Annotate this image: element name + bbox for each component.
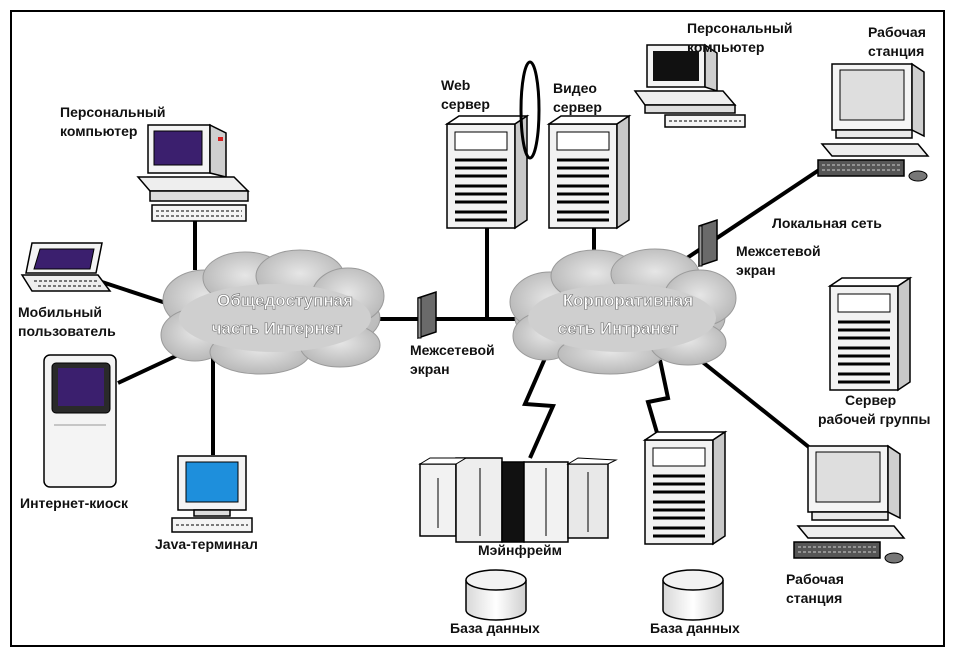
workgroup-server-icon [828,276,912,392]
video-server-label-line1: Видео [553,80,597,96]
firewall-center-label-line1: Межсетевой [410,342,495,358]
mobile-label-line1: Мобильный [18,304,102,320]
server-cluster-ring [519,60,541,160]
firewall-center-icon [417,291,437,339]
workstation-top-label-line1: Рабочая [868,24,926,40]
corporate-cloud-label-line1: Корпоративная [563,291,694,310]
firewall-center-label-line2: экран [410,361,450,377]
link-server-db-zigzag [645,359,671,444]
java-terminal-label: Java-терминал [155,536,258,552]
video-server-icon [547,114,631,230]
internet-kiosk-icon [43,354,117,488]
link-kiosk-to-public-cloud [117,353,179,385]
mobile-label-line2: пользователь [18,323,116,339]
mainframe-label: Мэйнфрейм [478,542,562,558]
personal-computer-top-icon [633,43,746,128]
link-mainframe-zigzag [522,355,556,459]
pc-left-label-line2: компьютер [60,123,137,139]
workstation-bottom-label-line1: Рабочая [786,571,844,587]
web-server-icon [445,114,529,230]
web-server-label-line1: Web [441,77,470,93]
workgroup-server-label-line1: Сервер [845,392,896,408]
pc-left-label-line1: Персональный [60,104,166,120]
database-right-icon [662,569,724,621]
mobile-laptop-icon [20,242,112,292]
link-local-network [670,166,824,270]
pc-top-label-line2: компьютер [687,39,764,55]
local-network-label: Локальная сеть [772,215,882,231]
mainframe-icon [418,457,618,543]
labels: Персональный компьютер Мобильный пользов… [18,20,930,636]
firewall-right-label-line2: экран [736,262,776,278]
db-left-label: База данных [450,620,540,636]
diagram-frame [10,10,945,647]
workstation-top-icon [817,63,929,182]
db-right-label: База данных [650,620,740,636]
database-left-icon [465,569,527,621]
kiosk-label: Интернет-киоск [20,495,129,511]
server-tower-icon [643,430,727,546]
firewall-right-icon [698,219,718,267]
workstation-bottom-icon [793,445,905,564]
link-workstation-bottom [698,358,817,454]
connection-lines [101,166,824,459]
corporate-cloud-label-line2: сеть Интранет [558,319,679,338]
workstation-bottom-label-line2: станция [786,590,842,606]
pc-top-label-line1: Персональный [687,20,793,36]
workgroup-server-label-line2: рабочей группы [818,411,930,427]
firewall-right-label-line1: Межсетевой [736,243,821,259]
java-terminal-icon [171,455,253,533]
public-cloud-label-line1: Общедоступная [217,291,353,310]
personal-computer-left-icon [137,124,249,222]
corporate-intranet-cloud: Корпоративная сеть Интранет [509,248,737,375]
workstation-top-label-line2: станция [868,43,924,59]
public-cloud-label-line2: часть Интернет [212,319,343,338]
web-server-label-line2: сервер [441,96,490,112]
public-internet-cloud: Общедоступная часть Интернет [160,249,385,375]
video-server-label-line2: сервер [553,99,602,115]
